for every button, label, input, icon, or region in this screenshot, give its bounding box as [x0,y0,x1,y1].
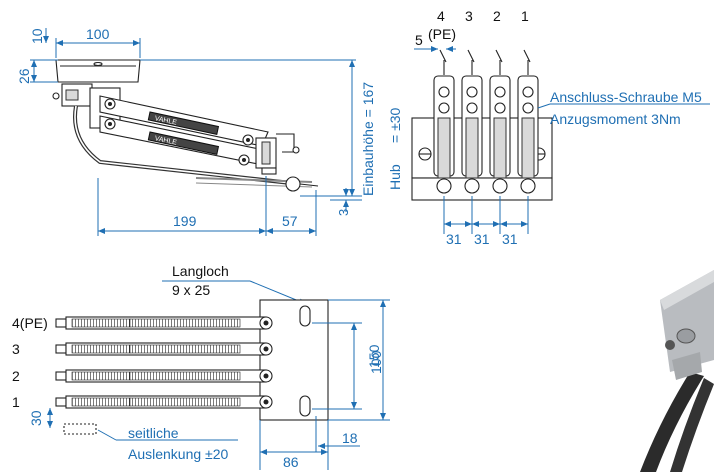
brand-label-1: VAHLE [154,115,178,127]
mounting-plate [55,59,141,83]
dim-10: 10 [29,28,45,44]
dim-100-top: 100 [86,26,110,42]
row-label-4pe: 4(PE) [12,315,48,331]
collector-3 [461,49,483,194]
front-view: 4 3 2 1 (PE) 5 [411,8,710,247]
lateral-note-2: Auslenkung ±20 [128,446,229,462]
pole-number-2: 2 [493,8,501,24]
product-photo [640,270,714,472]
spacing-3: 31 [502,231,518,247]
dim-stroke-label: Hub [387,164,403,190]
dim-150: 150 [366,344,382,368]
top-row-1: 1 [12,394,273,410]
row-label-1: 1 [12,394,20,410]
dim-199: 199 [173,213,197,229]
dim-stroke-value: = ±30 [387,107,403,143]
row-label-3: 3 [12,341,20,357]
dim-26: 26 [16,68,32,84]
collector-2 [489,49,511,194]
slot-label: Langloch [172,263,229,279]
torque-note: Anzugsmoment 3Nm [550,111,681,127]
slot-size: 9 x 25 [172,282,210,298]
dim-install-height: Einbauhöhe = 167 [360,82,376,196]
dim-86: 86 [283,454,299,470]
top-view: Langloch 9 x 25 4(PE) 3 2 [12,263,390,470]
pe-dim: 5 [415,32,423,48]
pole-number-1: 1 [521,8,529,24]
side-view: VAHLE VAHLE 100 10 26 [16,26,403,236]
brand-label-2: VAHLE [154,135,178,147]
pe-label: (PE) [428,26,456,42]
pole-number-3: 3 [465,8,473,24]
top-row-2: 2 [12,368,273,384]
screw-note: Anschluss-Schraube M5 [550,89,702,105]
row-label-2: 2 [12,368,20,384]
dim-30: 30 [28,410,44,426]
top-row-3: 3 [12,341,273,357]
pole-number-4: 4 [437,8,445,24]
top-row-4pe: 4(PE) [12,315,273,331]
dim-57: 57 [282,213,298,229]
spacing-1: 31 [446,231,462,247]
collector-4 [433,49,455,194]
rail-clamp [285,176,301,192]
spacing-2: 31 [474,231,490,247]
dim-18: 18 [342,430,358,446]
lateral-note-1: seitliche [128,425,179,441]
collector-1 [517,49,539,194]
dim-3: 3 [336,209,351,216]
